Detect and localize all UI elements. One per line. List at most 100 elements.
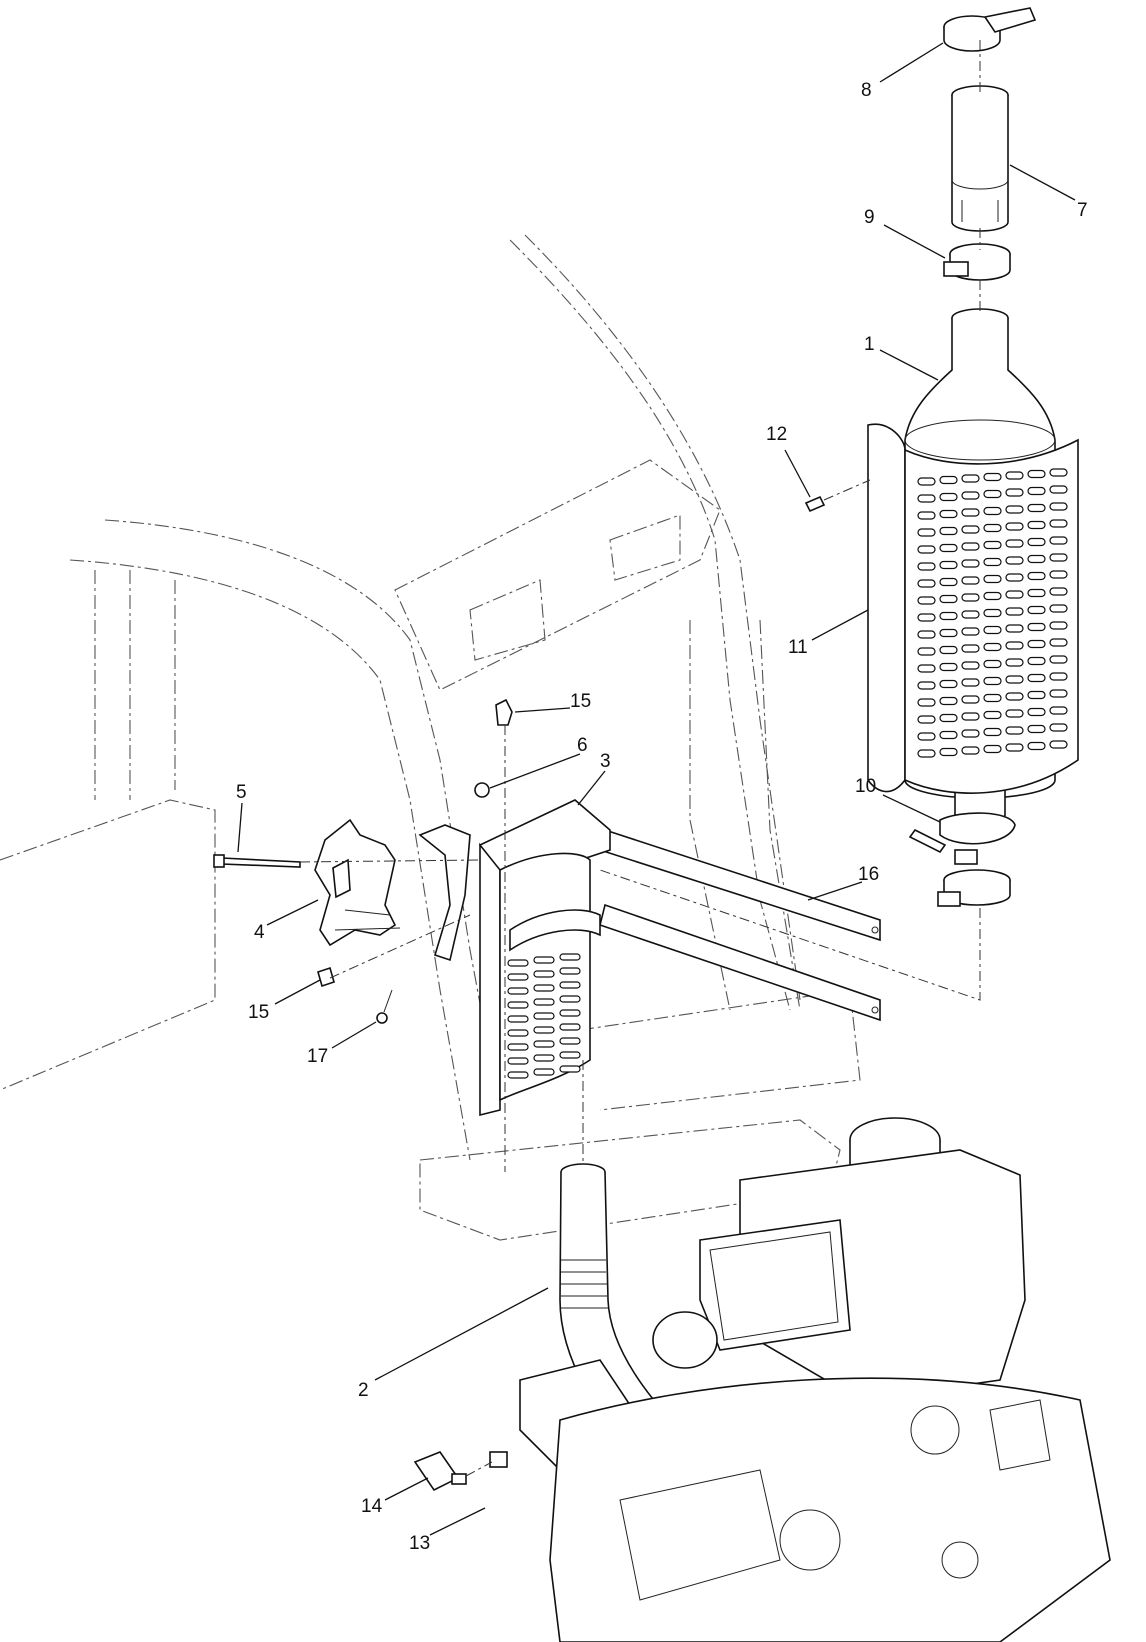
vent-slot (917, 647, 936, 656)
vent-slot (1049, 502, 1068, 511)
vent-slot (983, 744, 1002, 754)
vent-slot (939, 475, 958, 485)
vent-slot (1049, 638, 1068, 647)
vent-slot (983, 727, 1002, 737)
vent-slot (1005, 743, 1024, 752)
callout-16: 16 (858, 864, 879, 885)
vent-slot (1049, 706, 1068, 715)
vent-slot (533, 1068, 555, 1076)
vent-slot (1049, 553, 1068, 562)
vent-slot (983, 523, 1002, 533)
vent-slot (507, 1057, 529, 1065)
vent-slot (939, 628, 958, 638)
vent-slot (939, 594, 958, 604)
vent-slot (1049, 655, 1068, 664)
vent-slot (559, 1065, 581, 1073)
hardware (213, 495, 826, 1492)
vent-slot (1005, 658, 1024, 667)
vent-slot (1027, 537, 1046, 547)
vent-slot (917, 545, 936, 554)
vent-slot (939, 611, 958, 621)
vent-slot (917, 494, 936, 503)
vent-slot (939, 679, 958, 689)
vent-slot (1027, 469, 1046, 479)
vent-slot (1027, 588, 1046, 598)
vent-slot (1027, 503, 1046, 513)
vent-slot (939, 645, 958, 655)
vent-slot (939, 662, 958, 672)
vent-slot (983, 489, 1002, 499)
centerlines (299, 40, 981, 1477)
leader-lines (237, 42, 1076, 1536)
vent-slot (533, 998, 555, 1006)
vent-slot (559, 981, 581, 989)
vent-slot (983, 659, 1002, 669)
callout-7: 7 (1077, 200, 1088, 221)
vent-slot (939, 492, 958, 502)
vent-slot (983, 591, 1002, 601)
muffler-heat-shield (867, 423, 1079, 794)
vent-slot (1049, 570, 1068, 579)
vent-slot (917, 511, 936, 520)
vent-slot (559, 1009, 581, 1017)
vent-slot (939, 560, 958, 570)
vent-slot (961, 661, 980, 670)
vent-slot (917, 579, 936, 588)
vent-slot (1005, 692, 1024, 701)
vent-slot (1005, 624, 1024, 633)
vent-slot (1049, 468, 1068, 477)
callout-10: 10 (855, 776, 876, 797)
vent-slot (507, 1015, 529, 1023)
vent-slot (507, 1071, 529, 1079)
callout-14: 14 (361, 1496, 383, 1517)
vent-slot (961, 559, 980, 568)
vent-slot (1049, 485, 1068, 494)
vent-slot (1005, 471, 1024, 480)
vent-slot (1005, 488, 1024, 497)
vent-slot (533, 1040, 555, 1048)
vent-slot (1049, 689, 1068, 698)
mounting-plate (314, 818, 471, 962)
vent-slot (1027, 656, 1046, 666)
tailpipe (951, 85, 1009, 232)
vent-slot (939, 730, 958, 740)
callout-15-upper: 15 (570, 691, 591, 712)
vent-slot (1027, 639, 1046, 649)
vent-slot (1027, 486, 1046, 496)
vent-slot (533, 970, 555, 978)
vent-slot (961, 627, 980, 636)
vent-slot (917, 715, 936, 724)
callout-15-lower: 15 (248, 1002, 269, 1023)
vent-slot (983, 693, 1002, 703)
vent-slot (983, 557, 1002, 567)
vent-slot (983, 676, 1002, 686)
vent-slot (559, 953, 581, 961)
vent-slot (983, 642, 1002, 652)
vent-slot (983, 608, 1002, 618)
vent-slot (917, 477, 936, 486)
vent-slot (961, 576, 980, 585)
vent-slot (983, 710, 1002, 720)
callout-9: 9 (864, 207, 875, 228)
vent-slot (961, 474, 980, 483)
vent-slot (939, 713, 958, 723)
vent-slot (559, 995, 581, 1003)
vent-slot (1027, 605, 1046, 615)
vent-slot (507, 1029, 529, 1037)
vent-slot (1005, 641, 1024, 650)
vent-slot (533, 1026, 555, 1034)
lower-clamps (908, 812, 1016, 907)
vent-slot (983, 472, 1002, 482)
vent-slot (1005, 505, 1024, 514)
vent-slot (1049, 723, 1068, 732)
callout-3: 3 (600, 751, 611, 772)
callout-4: 4 (254, 922, 265, 943)
vent-slot (1005, 709, 1024, 718)
vent-slot (917, 528, 936, 537)
engine-assembly (519, 1117, 1111, 1642)
vent-slot (1027, 724, 1046, 734)
vent-slot (917, 681, 936, 690)
vent-slot (983, 625, 1002, 635)
mount-bracket (479, 799, 611, 1117)
vent-slot (917, 596, 936, 605)
